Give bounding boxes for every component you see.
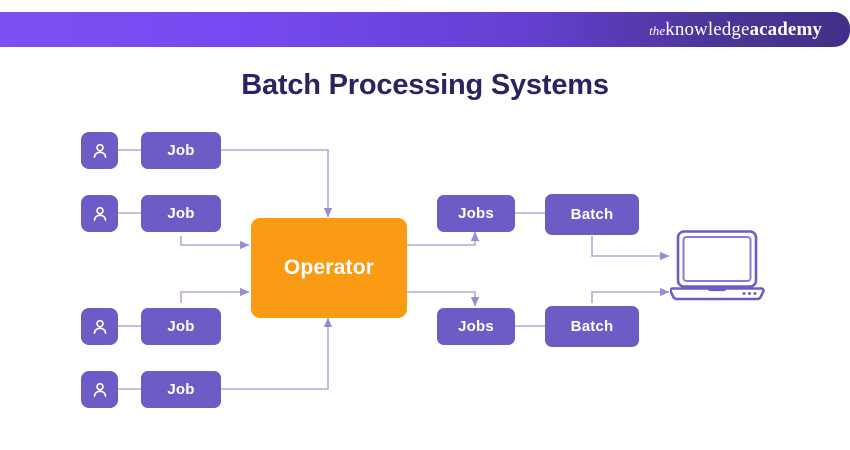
link-batch1-computer <box>591 236 670 261</box>
node-job-3-label: Job <box>167 318 195 335</box>
node-jobs-1-label: Jobs <box>458 205 494 222</box>
node-jobs-2[interactable]: Jobs <box>437 308 515 345</box>
link-operator-jobs2 <box>407 291 480 307</box>
page-title: Batch Processing Systems <box>241 69 609 101</box>
user-icon-4 <box>81 371 118 408</box>
node-job-2-label: Job <box>167 205 195 222</box>
node-job-1-label: Job <box>167 142 195 159</box>
node-jobs-2-label: Jobs <box>458 318 494 335</box>
node-jobs-1[interactable]: Jobs <box>437 195 515 232</box>
node-batch-2-label: Batch <box>570 318 614 335</box>
link-job2-operator <box>180 236 250 250</box>
user-icon-2 <box>81 195 118 232</box>
node-operator-label: Operator <box>283 256 375 279</box>
link-job3-operator <box>180 287 250 303</box>
user-icon <box>93 382 106 397</box>
user-icon <box>93 319 106 334</box>
node-job-2[interactable]: Job <box>141 195 221 232</box>
link-job1-operator <box>221 149 333 218</box>
user-icon <box>93 143 106 158</box>
user-icon-3 <box>81 308 118 345</box>
node-job-4-label: Job <box>167 381 195 398</box>
node-job-1[interactable]: Job <box>141 132 221 169</box>
node-batch-1-label: Batch <box>570 206 614 223</box>
node-job-4[interactable]: Job <box>141 371 221 408</box>
computer-output <box>669 228 772 309</box>
link-batch2-computer <box>591 287 670 303</box>
laptop-icon <box>669 230 765 301</box>
node-batch-1[interactable]: Batch <box>545 194 639 235</box>
brand-the: the <box>649 22 666 38</box>
brand-knowledge: knowledge <box>665 18 750 40</box>
brand-academy: academy <box>749 18 822 40</box>
node-batch-2[interactable]: Batch <box>545 306 639 347</box>
link-operator-jobs1 <box>407 231 480 246</box>
node-operator[interactable]: Operator <box>251 218 407 318</box>
user-icon <box>93 206 106 221</box>
link-job4-operator <box>221 317 333 390</box>
brand-logo: theknowledgeacademy <box>649 19 822 41</box>
node-job-3[interactable]: Job <box>141 308 221 345</box>
user-icon-1 <box>81 132 118 169</box>
header-bar: theknowledgeacademy <box>0 12 850 47</box>
